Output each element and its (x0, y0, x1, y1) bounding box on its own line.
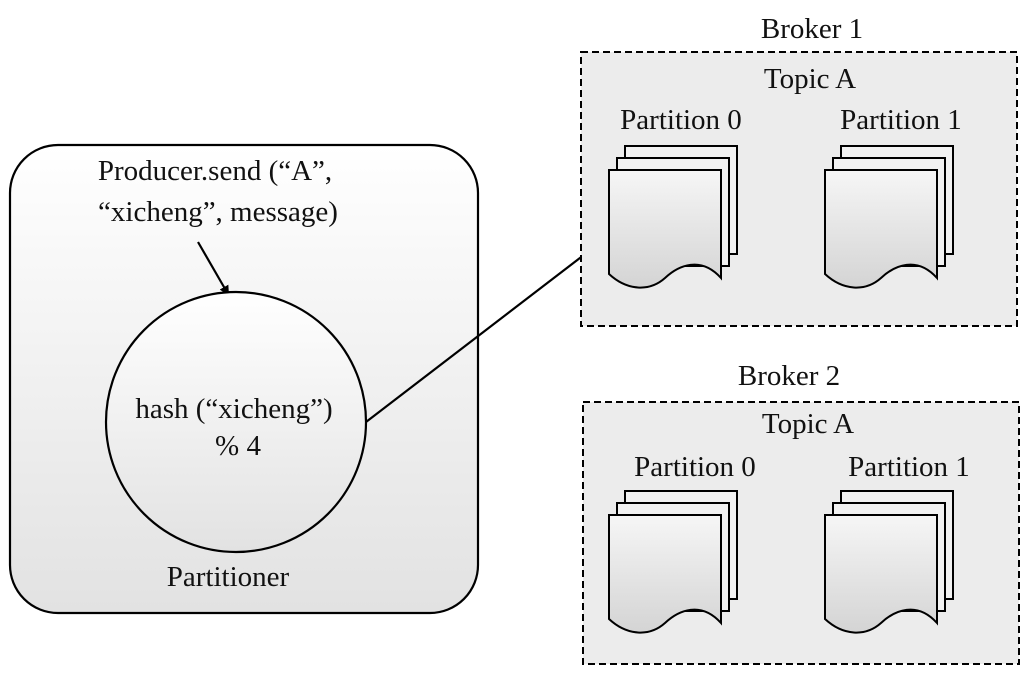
broker-1-title: Broker 1 (761, 13, 863, 45)
broker-2-topic: Topic A (762, 408, 854, 440)
broker-1-partition-1-label: Partition 1 (840, 104, 962, 136)
hash-line-1: hash (“xicheng”) (135, 393, 332, 425)
partitioner-group: Producer.send (“A”, “xicheng”, message) … (8, 143, 480, 615)
broker-2-group: Broker 2 Topic A Partition 0 Partition 1 (582, 360, 1020, 665)
producer-call-line-1: Producer.send (“A”, (98, 155, 332, 187)
producer-to-hash-arrow (197, 241, 229, 296)
broker-2-partition-0-label: Partition 0 (634, 451, 756, 483)
broker-2-partition-0-icon (608, 490, 738, 634)
document-front-sheet (824, 514, 938, 634)
broker-1-group: Broker 1 Topic A Partition 0 Partition 1 (580, 13, 1018, 327)
broker-2-title: Broker 2 (738, 360, 840, 392)
route-arrow (365, 236, 608, 423)
partitioner-label: Partitioner (167, 561, 290, 593)
hash-line-2: % 4 (215, 430, 261, 462)
broker-1-topic: Topic A (764, 63, 856, 95)
broker-1-partition-0-icon (608, 145, 738, 289)
document-front-sheet (824, 169, 938, 289)
broker-1-partition-0-label: Partition 0 (620, 104, 742, 136)
broker-2-partition-1-label: Partition 1 (848, 451, 970, 483)
producer-call-line-2: “xicheng”, message) (98, 196, 338, 228)
document-front-sheet (608, 514, 722, 634)
document-front-sheet (608, 169, 722, 289)
broker-1-partition-1-icon (824, 145, 954, 289)
broker-2-partition-1-icon (824, 490, 954, 634)
